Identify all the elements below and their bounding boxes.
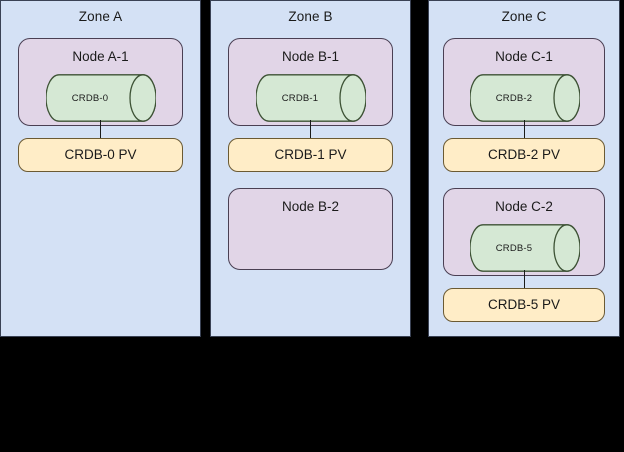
persistent-volume-crdb-0-pv: CRDB-0 PV: [18, 138, 183, 172]
persistent-volume-label: CRDB-0 PV: [64, 147, 137, 162]
persistent-volume-crdb-2-pv: CRDB-2 PV: [443, 138, 605, 172]
database-cylinder-crdb-0: CRDB-0: [46, 74, 156, 122]
persistent-volume-crdb-5-pv: CRDB-5 PV: [443, 288, 605, 322]
node-label: Node C-1: [495, 49, 553, 64]
node-box-node-b-2: Node B-2: [228, 188, 393, 270]
connector-line: [310, 120, 311, 138]
persistent-volume-label: CRDB-1 PV: [274, 147, 347, 162]
node-label: Node C-2: [495, 199, 553, 214]
persistent-volume-label: CRDB-2 PV: [487, 147, 560, 162]
persistent-volume-label: CRDB-5 PV: [487, 297, 560, 312]
persistent-volume-crdb-1-pv: CRDB-1 PV: [228, 138, 393, 172]
connector-line: [524, 120, 525, 138]
zone-title: Zone C: [501, 9, 547, 24]
database-cylinder-crdb-2: CRDB-2: [470, 74, 580, 122]
database-cylinder-crdb-5: CRDB-5: [470, 224, 580, 272]
zone-title: Zone A: [78, 9, 123, 24]
connector-line: [524, 270, 525, 288]
node-label: Node A-1: [72, 49, 129, 64]
zone-title: Zone B: [288, 9, 333, 24]
connector-line: [100, 120, 101, 138]
node-label: Node B-2: [281, 199, 340, 214]
node-label: Node B-1: [281, 49, 340, 64]
database-cylinder-crdb-1: CRDB-1: [256, 74, 366, 122]
